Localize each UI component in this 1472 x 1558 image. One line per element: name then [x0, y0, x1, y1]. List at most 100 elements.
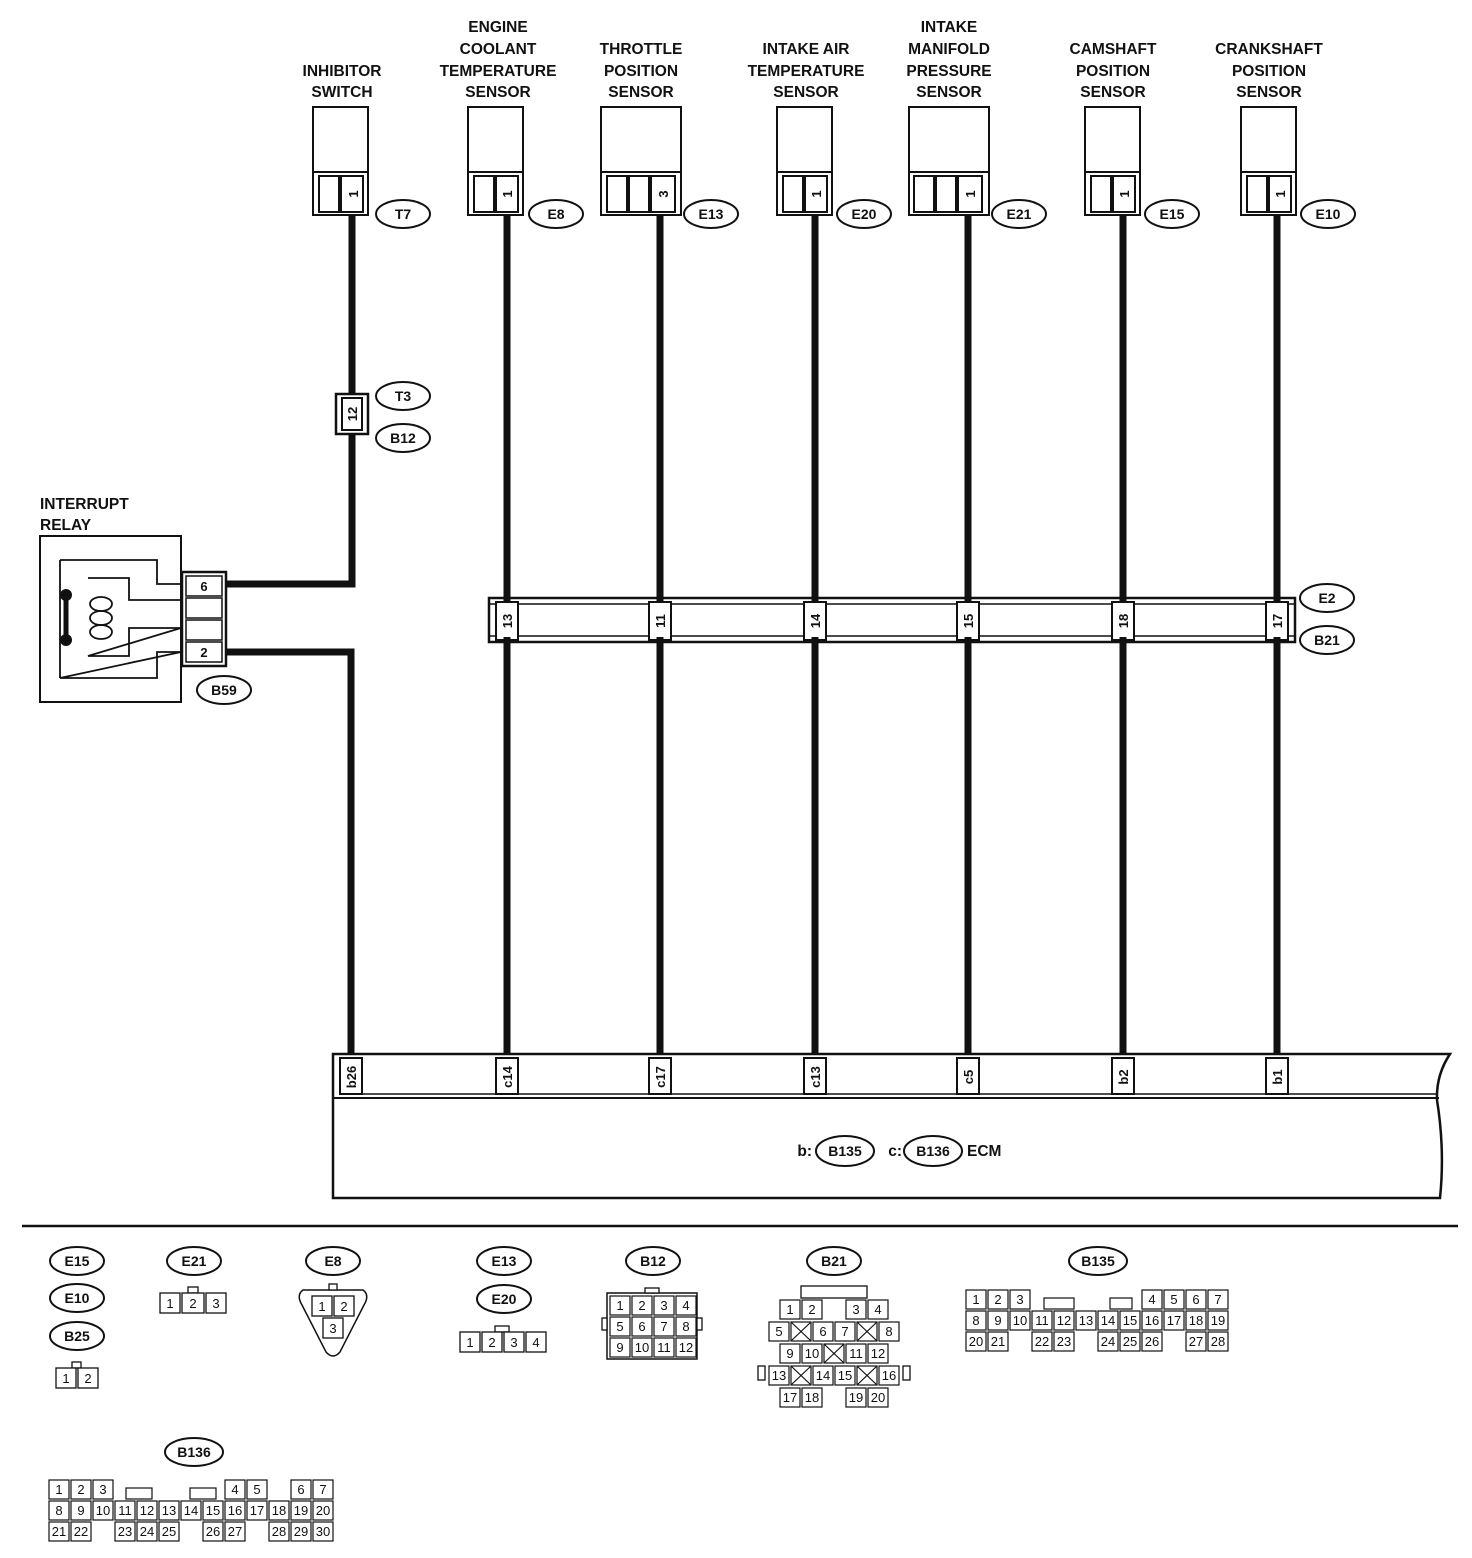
intake-air-sensor-label-1: INTAKE AIR — [763, 41, 850, 58]
legend-label: B25 — [64, 1328, 90, 1344]
connector-oval-e20 — [836, 199, 892, 229]
legend-pin: 2 — [808, 1302, 815, 1317]
legend-pin: 11 — [849, 1346, 863, 1361]
legend-pin-cell — [114, 1521, 136, 1542]
legend-label: E10 — [65, 1290, 90, 1306]
ecm-pin-number: c17 — [653, 1066, 668, 1088]
legend-b12-cells — [609, 1295, 697, 1358]
legend-pin-cell — [1163, 1310, 1185, 1331]
legend-pin: 16 — [882, 1368, 896, 1383]
crankshaft-sensor-cavity — [1246, 175, 1268, 213]
legend-pin: 3 — [852, 1302, 859, 1317]
legend-pin: 27 — [1189, 1334, 1203, 1349]
legend-pin-cell — [202, 1521, 224, 1542]
legend-pin: 20 — [871, 1390, 885, 1405]
legend-pin: 27 — [228, 1524, 242, 1539]
legend-pin-cell — [114, 1500, 136, 1521]
legend-pin: 10 — [96, 1503, 110, 1518]
legend-pin: 13 — [1079, 1313, 1093, 1328]
legend-pin: 7 — [660, 1319, 667, 1334]
legend-pin: 18 — [1189, 1313, 1203, 1328]
legend-pin-cell — [1207, 1310, 1229, 1331]
legend-connector-e21: E21 1 2 3 — [159, 1246, 227, 1314]
legend-pin: 4 — [874, 1302, 881, 1317]
legend-pin-cell — [48, 1521, 70, 1542]
legend-pin: 24 — [140, 1524, 154, 1539]
inhibitor-switch-label-1: INHIBITOR — [303, 63, 382, 80]
legend-pin: 1 — [786, 1302, 793, 1317]
legend-pin: 11 — [1035, 1313, 1049, 1328]
legend-pin-cell — [136, 1521, 158, 1542]
legend-pin: 18 — [805, 1390, 819, 1405]
wire-relay-to-ecm — [225, 648, 355, 1062]
legend-connector-e13-e20: E13 E20 1 2 3 4 — [459, 1246, 547, 1353]
camshaft-sensor-label-2: POSITION — [1076, 63, 1150, 80]
legend-pin: 24 — [1101, 1334, 1115, 1349]
connector-oval-b12 — [375, 423, 431, 453]
legend-pin: 2 — [340, 1299, 347, 1314]
legend-pin-cell — [965, 1310, 987, 1331]
connector-label-b136: B136 — [916, 1143, 950, 1159]
crankshaft-sensor-pin-cell — [1268, 175, 1292, 213]
connector-oval-e21 — [991, 199, 1047, 229]
ecm-pin-number: b26 — [344, 1066, 359, 1088]
intake-air-sensor-label-2: TEMPERATURE — [748, 63, 865, 80]
legend-pin-cell — [1119, 1331, 1141, 1352]
legend-pin-cell — [812, 1321, 834, 1342]
throttle-sensor-cavity-1 — [606, 175, 628, 213]
legend-label: E21 — [182, 1253, 207, 1269]
connector-oval-e10 — [1300, 199, 1356, 229]
ecm-body — [331, 1052, 1453, 1200]
legend-pin: 12 — [871, 1346, 885, 1361]
legend-pin: 10 — [1013, 1313, 1027, 1328]
legend-pin: 1 — [616, 1298, 623, 1313]
legend-pin-cell — [1097, 1310, 1119, 1331]
legend-pin-cell — [801, 1343, 823, 1364]
legend-pin: 14 — [184, 1503, 198, 1518]
legend-pin: 9 — [616, 1340, 623, 1355]
legend-pin: 6 — [638, 1319, 645, 1334]
legend-pin-cell — [1031, 1310, 1053, 1331]
legend-pin: 8 — [55, 1503, 62, 1518]
legend-pin: 1 — [318, 1299, 325, 1314]
crankshaft-pin-number: 1 — [1273, 190, 1288, 197]
manifold-sensor-pin-cell — [957, 175, 983, 213]
legend-pin-cell — [845, 1343, 867, 1364]
legend-pin-cell — [768, 1321, 790, 1342]
legend-pin-cell — [1185, 1331, 1207, 1352]
relay-pin-top: 6 — [200, 579, 207, 594]
manifold-pin-number: 1 — [963, 190, 978, 197]
legend-label: E13 — [492, 1253, 517, 1269]
legend-pin: 23 — [1057, 1334, 1071, 1349]
legend-pin-cell — [246, 1500, 268, 1521]
joint-pin-number: 18 — [1116, 614, 1131, 628]
legend-pin-cell — [867, 1387, 889, 1408]
relay-label-2: RELAY — [40, 517, 92, 534]
connector-oval-b21 — [1299, 625, 1355, 655]
legend-pin: 17 — [783, 1390, 797, 1405]
legend-pin-cell — [1009, 1310, 1031, 1331]
joint-connector-body — [487, 596, 1297, 644]
legend-pin-cell — [70, 1500, 92, 1521]
legend-pin: 5 — [253, 1482, 260, 1497]
throttle-pin-number: 3 — [656, 190, 671, 197]
legend-pin-cell — [845, 1299, 867, 1320]
connector-label-b59: B59 — [211, 682, 237, 698]
legend-pin: 14 — [816, 1368, 830, 1383]
legend-pin: 11 — [118, 1503, 132, 1518]
throttle-sensor-pin-cell — [650, 175, 676, 213]
legend-pin: 19 — [849, 1390, 863, 1405]
ecm-prefix-b: b: — [797, 1143, 812, 1160]
legend-pin-cell — [290, 1500, 312, 1521]
legend-pin-cell — [92, 1500, 114, 1521]
camshaft-sensor-cavity — [1090, 175, 1112, 213]
crankshaft-sensor-label-2: POSITION — [1232, 63, 1306, 80]
legend-pin-cell — [1185, 1289, 1207, 1310]
legend-pin: 2 — [189, 1296, 196, 1311]
legend-pin: 16 — [228, 1503, 242, 1518]
legend-pin-cell — [180, 1500, 202, 1521]
legend-pin: 2 — [488, 1335, 495, 1350]
connector-label-e2: E2 — [1318, 590, 1335, 606]
legend-pin: 7 — [1214, 1292, 1221, 1307]
